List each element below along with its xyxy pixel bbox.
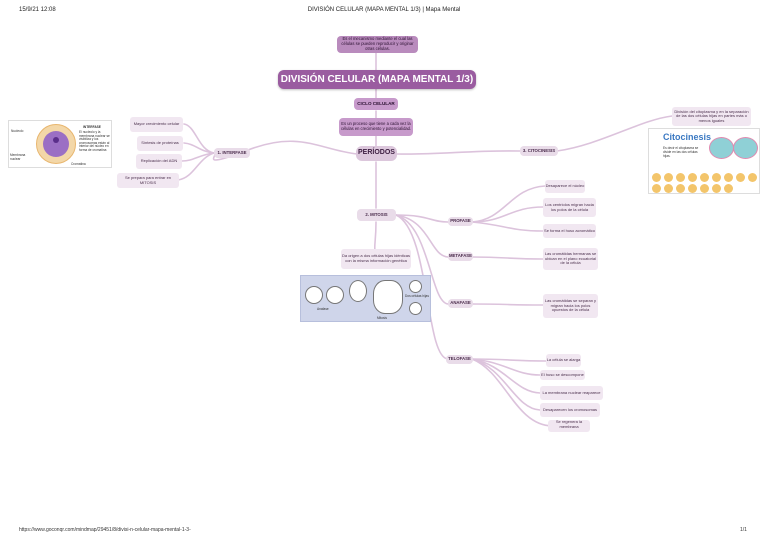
label-cromatina: Cromatina	[71, 162, 86, 166]
mitosis-label-hijas: Dos células hijas	[405, 294, 429, 298]
cell-stage-shape	[724, 173, 733, 182]
cell-stage-shape	[688, 184, 697, 193]
mitosis-cell-shape	[326, 286, 344, 304]
cell-stage-shape	[712, 184, 721, 193]
cell-stage-shape	[700, 173, 709, 182]
mitosis-label-mitosis: Mitosis	[377, 316, 387, 320]
mitosis-cell-shape	[305, 286, 323, 304]
mitosis-cell-shape	[373, 280, 403, 314]
print-datetime: 15/9/21 12:08	[19, 7, 56, 13]
cell-nucleus-shape	[43, 131, 69, 157]
profase-node[interactable]: PROFASE	[448, 217, 473, 226]
telofase-node[interactable]: TELOFASE	[446, 355, 473, 364]
mitosis-cell-shape	[409, 302, 422, 315]
cell-stage-shape	[748, 173, 757, 182]
cell-stage-shape	[652, 184, 661, 193]
cell-cytoplasm-shape	[36, 124, 76, 164]
cell-stage-shape	[652, 173, 661, 182]
label-membrana: Membrana nuclear	[10, 153, 26, 161]
nucleolus-shape	[53, 137, 59, 143]
mitosis-image: Anafase Mitosis Dos células hijas	[300, 275, 431, 322]
citocinesis-image-title: Citocinesis	[663, 132, 712, 142]
mitosis-node[interactable]: 2. MITOSIS	[357, 209, 396, 221]
print-url: https://www.goconqr.com/mindmap/29451/8/…	[19, 527, 191, 533]
print-title: DIVISIÓN CELULAR (MAPA MENTAL 1/3) | Map…	[307, 7, 461, 13]
telofase-item[interactable]: La membrana nuclear reaparece	[540, 386, 603, 400]
daughter-cell-shape	[733, 137, 758, 159]
interfase-item[interactable]: Replicación del ADN	[136, 154, 182, 169]
mitosis-cell-shape	[349, 280, 367, 302]
label-nucleolo: Nucleolo	[11, 129, 24, 133]
profase-item[interactable]: Los centriolos migran hacia los polos de…	[543, 198, 596, 217]
interfase-node[interactable]: 1. INTERFASE	[214, 148, 250, 158]
metafase-node[interactable]: METAFASE	[448, 252, 473, 261]
interfase-item[interactable]: Se prepara para entrar en MITOSIS	[117, 173, 179, 188]
map-title[interactable]: DIVISIÓN CELULAR (MAPA MENTAL 1/3)	[278, 70, 476, 89]
profase-item[interactable]: Se forma el huso acromático	[543, 224, 596, 238]
interfase-image: INTERFASE El nucleolo y la membrana nucl…	[8, 120, 112, 168]
mitosis-description[interactable]: Da origen a dos células hijas idénticas …	[341, 249, 411, 269]
metafase-item[interactable]: Las cromátidas hermanas se ubican en el …	[543, 248, 598, 270]
interfase-item[interactable]: Síntesis de proteínas	[137, 136, 183, 151]
telofase-item[interactable]: Se regenera la membrana	[548, 420, 590, 432]
daughter-cell-shape	[709, 137, 734, 159]
telofase-item[interactable]: Desaparecen los cromosomas	[540, 403, 600, 417]
citocinesis-node[interactable]: 3. CITOCINESIS	[520, 146, 558, 156]
mitosis-cell-shape	[409, 280, 422, 293]
ciclo-description[interactable]: Es un proceso que tiene a cada vez la cé…	[339, 118, 413, 136]
cell-stage-shape	[712, 173, 721, 182]
cell-stage-shape	[700, 184, 709, 193]
interfase-image-text: El nucleolo y la membrana nuclear se vis…	[79, 130, 110, 152]
definition-note[interactable]: Es el mecanismo mediante el cual las cél…	[337, 36, 418, 53]
cell-stage-shape	[664, 173, 673, 182]
citocinesis-image-text: Es decir el citoplasma se divide en las …	[663, 146, 699, 158]
cell-stage-shape	[676, 184, 685, 193]
interfase-item[interactable]: Mayor crecimiento celular	[130, 117, 183, 132]
telofase-item[interactable]: La célula se alarga	[546, 354, 581, 367]
periodos-node[interactable]: PERÍODOS	[356, 146, 397, 161]
cell-stage-shape	[664, 184, 673, 193]
profase-item[interactable]: Desaparece el núcleo	[545, 180, 585, 193]
citocinesis-image: Citocinesis Es decir el citoplasma se di…	[648, 128, 760, 194]
cell-stage-shape	[688, 173, 697, 182]
ciclo-celular-node[interactable]: CICLO CELULAR	[354, 98, 398, 110]
anafase-node[interactable]: ANAFASE	[448, 299, 473, 308]
anafase-item[interactable]: Las cromátidas se separan y migran hacia…	[543, 294, 598, 318]
cell-stage-shape	[736, 173, 745, 182]
telofase-item[interactable]: El huso se descompone	[540, 370, 585, 380]
cell-stage-shape	[676, 173, 685, 182]
mitosis-label-anafase: Anafase	[317, 307, 329, 311]
citocinesis-description[interactable]: División del citoplasma y en la separaci…	[672, 107, 751, 126]
cell-stage-shape	[724, 184, 733, 193]
print-page-number: 1/1	[740, 527, 747, 533]
interfase-image-caption: INTERFASE	[83, 125, 101, 129]
